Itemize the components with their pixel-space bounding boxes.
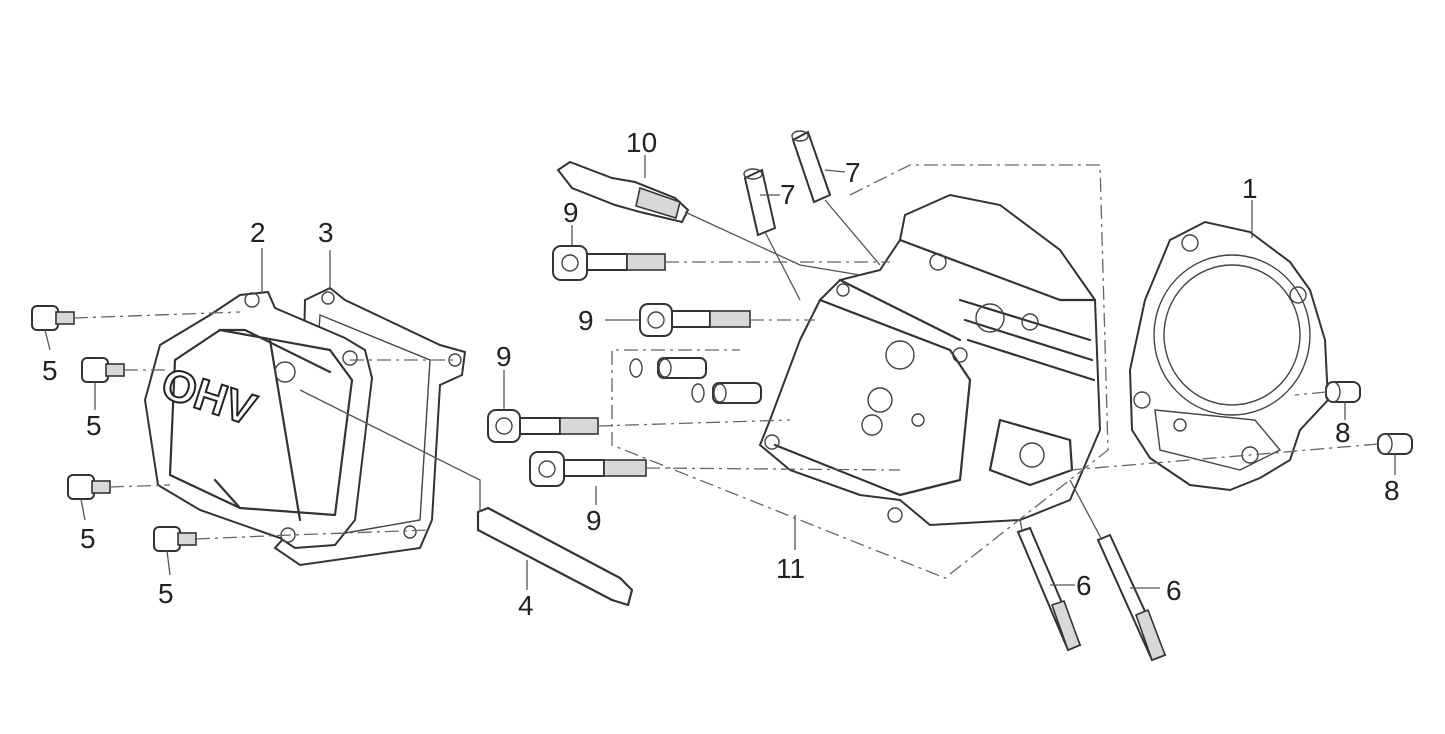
callout-7-b: 7 <box>845 157 861 188</box>
head-bolt-part-9-b <box>639 303 815 337</box>
stud-part-6-b <box>1069 479 1167 662</box>
cover-bolt-part-5-c <box>67 474 111 500</box>
callout-5-b: 5 <box>86 410 102 441</box>
head-bolt-part-9-a <box>552 245 890 281</box>
callout-labels: 1 2 3 4 5 5 5 5 6 6 7 7 8 8 9 9 9 9 10 1… <box>42 127 1400 621</box>
dowel-sleeve-part-7-a <box>743 168 801 301</box>
cylinder-head-part-11 <box>611 164 1109 579</box>
callout-9-b: 9 <box>578 305 594 336</box>
callout-4: 4 <box>518 590 534 621</box>
dowel-pins <box>629 357 762 404</box>
callout-2: 2 <box>250 217 266 248</box>
cover-bolt-part-5-b <box>81 357 125 383</box>
callout-9-c: 9 <box>496 341 512 372</box>
valve-cover-part-2: OHV <box>143 290 374 550</box>
callout-5-a: 5 <box>42 355 58 386</box>
callout-6-a: 6 <box>1076 570 1092 601</box>
spark-plug-part-10 <box>556 160 861 276</box>
pin-part-8-a <box>1294 381 1361 403</box>
pin-part-8-b <box>1069 433 1413 471</box>
dowel-sleeve-part-7-b <box>791 130 881 266</box>
callout-leaders <box>44 155 1396 590</box>
callout-9-d: 9 <box>586 505 602 536</box>
stud-part-6-a <box>1016 519 1082 652</box>
callout-6-b: 6 <box>1166 575 1182 606</box>
cover-bolt-part-5-a <box>31 305 75 331</box>
head-gasket-part-1 <box>1128 220 1330 492</box>
callout-9-a: 9 <box>563 197 579 228</box>
callout-8-a: 8 <box>1335 417 1351 448</box>
callout-10: 10 <box>626 127 657 158</box>
callout-11: 11 <box>776 553 805 584</box>
cover-bolt-part-5-d <box>153 526 197 552</box>
head-bolt-part-9-c <box>487 409 791 443</box>
callout-1: 1 <box>1242 173 1258 204</box>
callout-5-d: 5 <box>158 578 174 609</box>
breather-tube-part-4 <box>299 389 634 607</box>
callout-3: 3 <box>318 217 334 248</box>
callout-7-a: 7 <box>780 179 796 210</box>
callout-5-c: 5 <box>80 523 96 554</box>
head-bolt-part-9-d <box>529 451 901 487</box>
callout-8-b: 8 <box>1384 475 1400 506</box>
